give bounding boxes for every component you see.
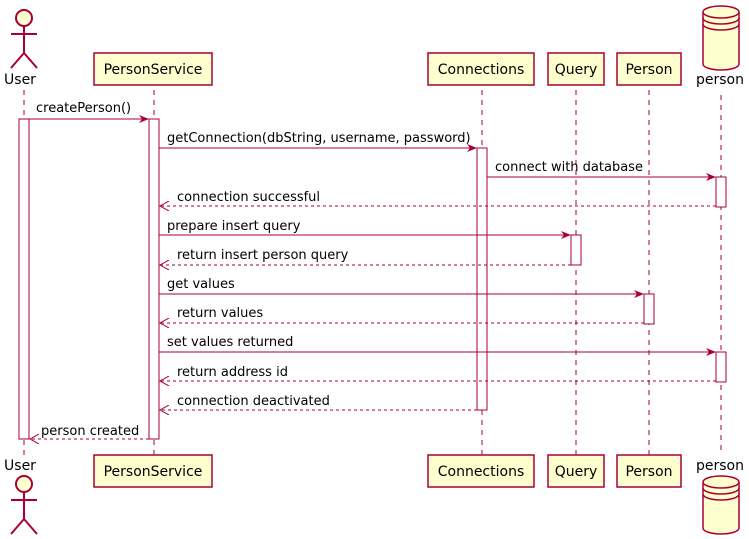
- activation-personservice: [148, 118, 160, 440]
- participant-label-user: User: [4, 72, 36, 88]
- activation-person-db-2: [715, 351, 727, 383]
- message-label: connection deactivated: [177, 394, 330, 409]
- participant-label-personservice-bottom: PersonService: [104, 464, 203, 480]
- activation-person: [643, 293, 655, 325]
- message-label: connection successful: [177, 190, 320, 205]
- participant-box-person-bottom: [616, 454, 682, 488]
- participant-label-query-bottom: Query: [555, 464, 598, 480]
- participant-box-personservice: [93, 52, 213, 86]
- actor-icon: [10, 9, 38, 69]
- message-label: connect with database: [495, 160, 643, 175]
- participant-label-person-bottom: Person: [625, 464, 672, 480]
- participant-label-query: Query: [555, 62, 598, 78]
- participant-label-connections: Connections: [438, 62, 525, 78]
- participant-label-person: Person: [625, 62, 672, 78]
- participant-box-query: [547, 52, 605, 86]
- participant-label-personservice: PersonService: [104, 62, 203, 78]
- participant-box-personservice-bottom: [93, 454, 213, 488]
- activations: [18, 118, 727, 440]
- actor-icon: [10, 475, 38, 535]
- participants-bottom: User PersonService Connections Query Per…: [4, 454, 744, 535]
- participants-top: User PersonService Connections Query Per…: [4, 5, 744, 88]
- activation-connections: [476, 147, 488, 411]
- message-label: return values: [177, 306, 263, 321]
- database-icon: [702, 475, 740, 535]
- messages: createPerson() getConnection(dbString, u…: [29, 101, 716, 439]
- participant-box-person: [616, 52, 682, 86]
- activation-person-db-1: [715, 176, 727, 208]
- activation-query: [570, 234, 582, 266]
- participant-box-query-bottom: [547, 454, 605, 488]
- participant-box-connections: [427, 52, 535, 86]
- message-label: return address id: [177, 365, 288, 380]
- message-label: set values returned: [167, 335, 293, 350]
- message-label: get values: [167, 277, 235, 292]
- database-icon: [702, 5, 740, 71]
- activation-user: [18, 118, 30, 440]
- message-label: createPerson(): [36, 101, 131, 116]
- participant-label-connections-bottom: Connections: [438, 464, 525, 480]
- message-label: person created: [41, 424, 139, 439]
- participant-label-person-db: person: [696, 72, 744, 88]
- participant-label-person-db-bottom: person: [696, 458, 744, 474]
- message-label: return insert person query: [177, 248, 349, 263]
- participant-box-connections-bottom: [427, 454, 535, 488]
- message-label: getConnection(dbString, username, passwo…: [167, 131, 471, 146]
- message-label: prepare insert query: [167, 219, 301, 234]
- participant-label-user-bottom: User: [4, 458, 36, 474]
